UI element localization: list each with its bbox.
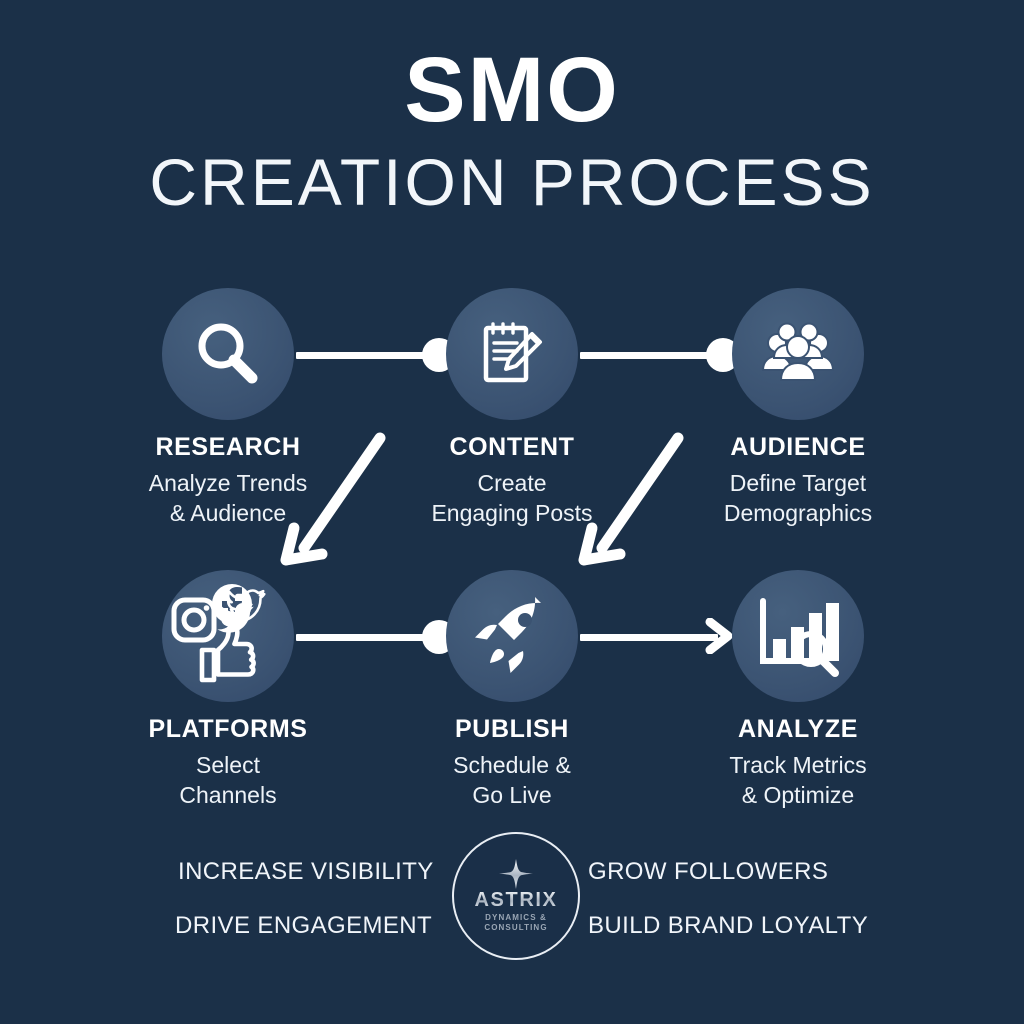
step-content-desc: Create Engaging Posts — [372, 468, 652, 529]
logo-tagline-line1: DYNAMICS & — [485, 913, 547, 922]
benefit-build-brand-loyalty: BUILD BRAND LOYALTY — [588, 912, 869, 939]
bar-chart-magnifier-icon — [760, 598, 839, 677]
step-audience-node[interactable] — [732, 288, 864, 420]
step-research-node[interactable] — [162, 288, 294, 420]
astrix-logo[interactable]: ASTRIX DYNAMICS & CONSULTING — [452, 832, 580, 960]
logo-tagline-line2: CONSULTING — [484, 923, 548, 932]
step-audience-desc: Define Target Demographics — [658, 468, 938, 529]
step-platforms-desc: Select Channels — [88, 750, 368, 811]
header: SMO CREATION PROCESS — [0, 39, 1024, 220]
benefit-increase-visibility: INCREASE VISIBILITY — [178, 858, 434, 885]
step-publish[interactable]: PUBLISH Schedule & Go Live — [372, 570, 652, 810]
step-research-desc-line1: Analyze Trends — [148, 469, 308, 496]
step-audience-desc-line2: Demographics — [723, 499, 873, 526]
page-title: SMO — [404, 39, 620, 141]
step-analyze-title: ANALYZE — [738, 715, 858, 743]
step-analyze-desc-line2: & Optimize — [741, 781, 855, 808]
twitter-icon — [217, 589, 266, 633]
step-audience-title: AUDIENCE — [730, 433, 866, 461]
people-group-icon — [761, 322, 835, 381]
social-platforms-icon — [171, 584, 266, 683]
page-subtitle: CREATION PROCESS — [149, 144, 875, 219]
step-analyze-node[interactable] — [732, 570, 864, 702]
process-row-1: RESEARCH Analyze Trends & Audience — [0, 288, 1024, 528]
step-content-node[interactable] — [446, 288, 578, 420]
step-platforms-title: PLATFORMS — [148, 715, 308, 743]
logo-tagline: DYNAMICS & CONSULTING — [484, 913, 547, 933]
thumbs-up-icon — [199, 623, 256, 683]
step-research-desc: Analyze Trends & Audience — [88, 468, 368, 529]
logo-name: ASTRIX — [474, 889, 558, 911]
process-row-2: PLATFORMS Select Channels — [0, 570, 1024, 810]
step-content-desc-line2: Engaging Posts — [431, 499, 593, 526]
step-publish-node[interactable] — [446, 570, 578, 702]
instagram-icon — [171, 597, 217, 643]
step-analyze-desc: Track Metrics & Optimize — [658, 750, 938, 811]
benefit-grow-followers: GROW FOLLOWERS — [588, 858, 829, 885]
step-platforms[interactable]: PLATFORMS Select Channels — [88, 570, 368, 810]
footer-benefits: INCREASE VISIBILITY DRIVE ENGAGEMENT GRO… — [0, 832, 1024, 970]
step-platforms-desc-line1: Select — [196, 751, 260, 778]
step-research-title: RESEARCH — [155, 433, 301, 461]
step-platforms-node[interactable] — [162, 570, 294, 702]
step-content-title: CONTENT — [449, 433, 575, 461]
step-content[interactable]: CONTENT Create Engaging Posts — [372, 288, 652, 528]
step-research[interactable]: RESEARCH Analyze Trends & Audience — [88, 288, 368, 528]
magnifier-icon — [198, 323, 258, 384]
rocket-icon — [475, 597, 541, 673]
step-publish-desc-line2: Go Live — [472, 781, 552, 808]
step-publish-title: PUBLISH — [455, 715, 569, 743]
step-analyze-desc-line1: Track Metrics — [729, 751, 867, 778]
step-audience[interactable]: AUDIENCE Define Target Demographics — [658, 288, 938, 528]
benefit-drive-engagement: DRIVE ENGAGEMENT — [175, 912, 433, 939]
step-platforms-desc-line2: Channels — [179, 781, 277, 808]
four-point-star-icon — [499, 859, 533, 889]
step-publish-desc: Schedule & Go Live — [372, 750, 652, 811]
step-research-desc-line2: & Audience — [169, 499, 287, 526]
step-publish-desc-line1: Schedule & — [453, 751, 571, 778]
step-analyze[interactable]: ANALYZE Track Metrics & Optimize — [658, 570, 938, 810]
notepad-pencil-icon — [483, 322, 542, 383]
step-content-desc-line1: Create — [477, 469, 547, 496]
step-audience-desc-line1: Define Target — [729, 469, 867, 496]
